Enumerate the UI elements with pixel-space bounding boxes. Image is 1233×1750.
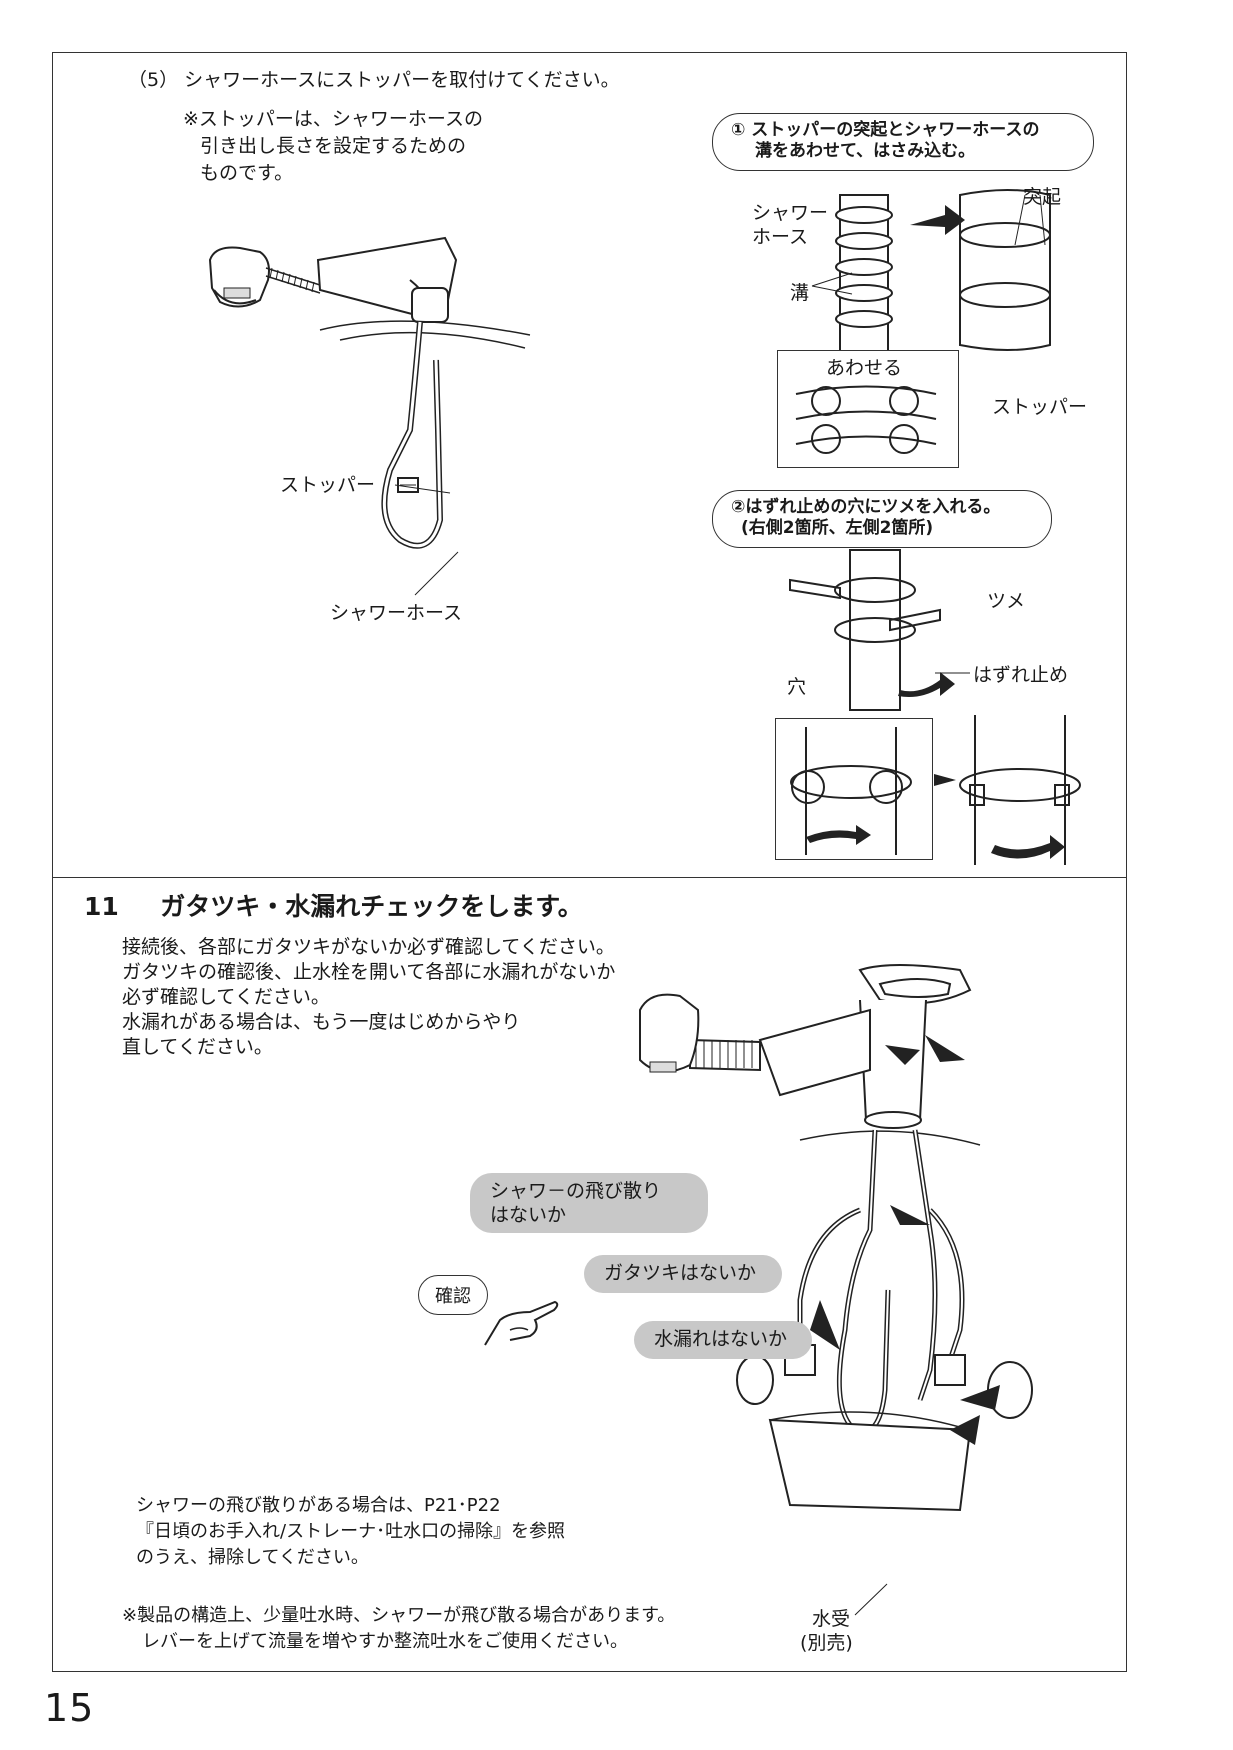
label-stopper: ストッパー	[280, 474, 376, 496]
step11-title: ガタツキ・水漏れチェックをします。	[160, 892, 583, 921]
bubble-leak: 水漏れはないか	[634, 1321, 812, 1359]
step11-number: 11	[84, 892, 119, 921]
page-frame	[52, 52, 1127, 1672]
rotation-result-drawing	[959, 715, 1081, 865]
faucet-check-illustration	[639, 964, 1033, 1512]
bubble-shower-splash: シャワ－の飛び散り はないか	[470, 1173, 708, 1233]
step11-body-line5: 直してください。	[122, 1036, 273, 1058]
callout-step1-line2: 溝をあわせて、はさみ込む。	[755, 141, 976, 161]
label-groove: 溝	[790, 282, 810, 304]
label-water-tray-2: (別売)	[800, 1632, 853, 1654]
leader-shower-hose	[414, 551, 459, 596]
callout-step1: ① ストッパーの突起とシャワーホースの 溝をあわせて、はさみ込む。	[712, 113, 1094, 171]
inset-rotation-drawing	[790, 727, 912, 855]
page-number: 15	[44, 1686, 95, 1730]
confirm-pill: 確認	[418, 1275, 488, 1315]
bubble-shower-line1: シャワ－の飛び散り	[490, 1180, 662, 1202]
step5-title: （5） シャワーホースにストッパーを取付けてください。	[128, 69, 620, 91]
leader-stopper	[394, 484, 451, 494]
inset-align-drawing	[795, 385, 937, 454]
step5-note-line1: ※ストッパーは、シャワーホースの	[183, 108, 483, 130]
caution-line2: レバーを上げて流量を増やすか整流吐水をご使用ください。	[142, 1631, 628, 1652]
step5-note-line3: ものです。	[200, 162, 294, 184]
faucet-hose-illustration	[208, 236, 531, 549]
callout-step2-line1: ②はずれ止めの穴にツメを入れる。	[731, 497, 1001, 517]
step11-body-line3: 必ず確認してください。	[122, 986, 330, 1008]
splash-line1: シャワーの飛び散りがある場合は、P21･P22	[136, 1495, 501, 1516]
step11-body-line4: 水漏れがある場合は、もう一度はじめからやり	[122, 1011, 521, 1033]
leader-groove	[811, 272, 853, 295]
label-shower-hose-2: ホース	[752, 226, 809, 248]
section-divider	[52, 877, 1127, 878]
callout-step2: ②はずれ止めの穴にツメを入れる。 (右側2箇所、左側2箇所)	[712, 490, 1052, 548]
bubble-shower-line2: はないか	[490, 1204, 567, 1226]
label-tab: ツメ	[987, 590, 1026, 612]
step11-body-line2: ガタツキの確認後、止水栓を開いて各部に水漏れがないか	[122, 961, 616, 983]
step5-note-line2: 引き出し長さを設定するための	[200, 135, 467, 157]
callout-step1-line1: ① ストッパーの突起とシャワーホースの	[731, 120, 1040, 140]
splash-line2: 『日頃のお手入れ/ストレーナ･吐水口の掃除』を参照	[136, 1521, 566, 1542]
step11-body-line1: 接続後、各部にガタツキがないか必ず確認してください。	[122, 936, 615, 958]
label-shower-hose: シャワーホース	[330, 602, 463, 624]
label-water-tray-1: 水受	[812, 1608, 851, 1630]
caution-line1: ※製品の構造上、少量吐水時、シャワーが飛び散る場合があります。	[122, 1605, 676, 1626]
pointing-hand-icon	[484, 1300, 559, 1346]
splash-line3: のうえ、掃除してください。	[136, 1547, 369, 1568]
inset-rotation-box	[775, 718, 933, 860]
leader-water-tray	[854, 1583, 888, 1616]
label-catch: はずれ止め	[973, 664, 1069, 686]
bubble-rattle: ガタツキはないか	[584, 1255, 782, 1293]
label-hole: 穴	[787, 676, 807, 698]
callout-step2-line2: (右側2箇所、左側2箇所)	[741, 518, 934, 538]
inset-align-box: あわせる	[777, 350, 959, 468]
label-shower-hose-1: シャワー	[752, 202, 829, 224]
label-protrusion: 突起	[1023, 186, 1062, 208]
step11-heading: 11 ガタツキ・水漏れチェックをします。	[84, 887, 583, 923]
leader-catch	[935, 672, 970, 674]
catch-diagram	[789, 549, 955, 711]
label-stopper-right: ストッパー	[992, 396, 1088, 418]
arrow-to-result	[934, 774, 956, 786]
label-align: あわせる	[826, 357, 903, 379]
